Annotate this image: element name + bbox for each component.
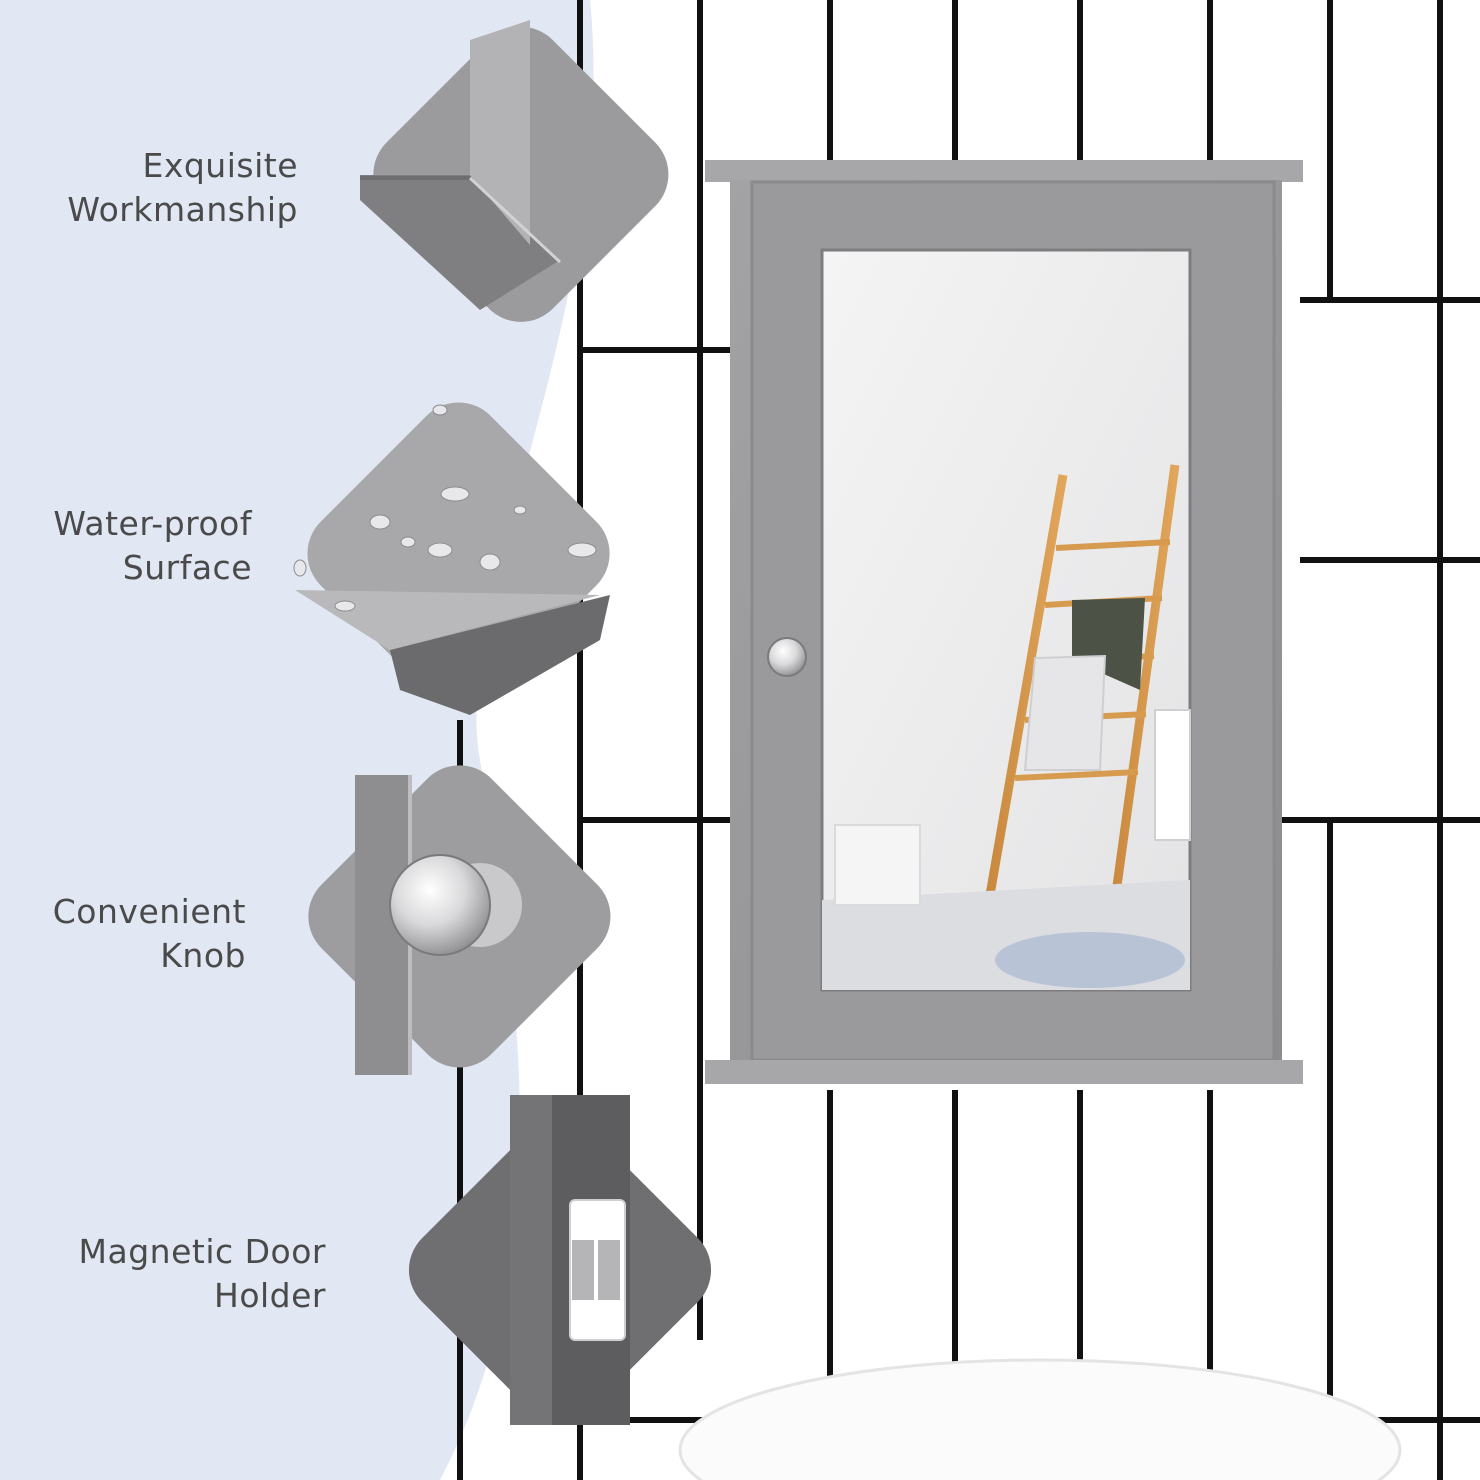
- feature-label-waterproof: Water-proof Surface: [20, 502, 252, 590]
- feature-label-magnetic: Magnetic Door Holder: [40, 1230, 326, 1318]
- cabinet-knob: [767, 637, 807, 677]
- feature-line2: Surface: [122, 548, 252, 587]
- feature-label-knob: Convenient Knob: [20, 890, 246, 978]
- magnetic-catch-detail: [408, 1095, 712, 1425]
- water-droplets-detail: [293, 402, 610, 715]
- mirrored-wall-cabinet: [705, 160, 1303, 1084]
- feature-label-workmanship: Exquisite Workmanship: [40, 144, 298, 232]
- feature-line2: Knob: [160, 936, 246, 975]
- feature-line1: Convenient: [52, 892, 246, 931]
- ladder-reflection: [985, 464, 1180, 916]
- feature-line1: Water-proof: [53, 504, 252, 543]
- cabinet-corner-detail: [360, 20, 669, 322]
- chrome-knob-detail: [308, 765, 611, 1075]
- sink: [678, 1358, 1402, 1480]
- feature-line1: Exquisite: [142, 146, 298, 185]
- feature-line2: Workmanship: [67, 190, 298, 229]
- feature-line2: Holder: [214, 1276, 326, 1315]
- feature-line1: Magnetic Door: [78, 1232, 326, 1271]
